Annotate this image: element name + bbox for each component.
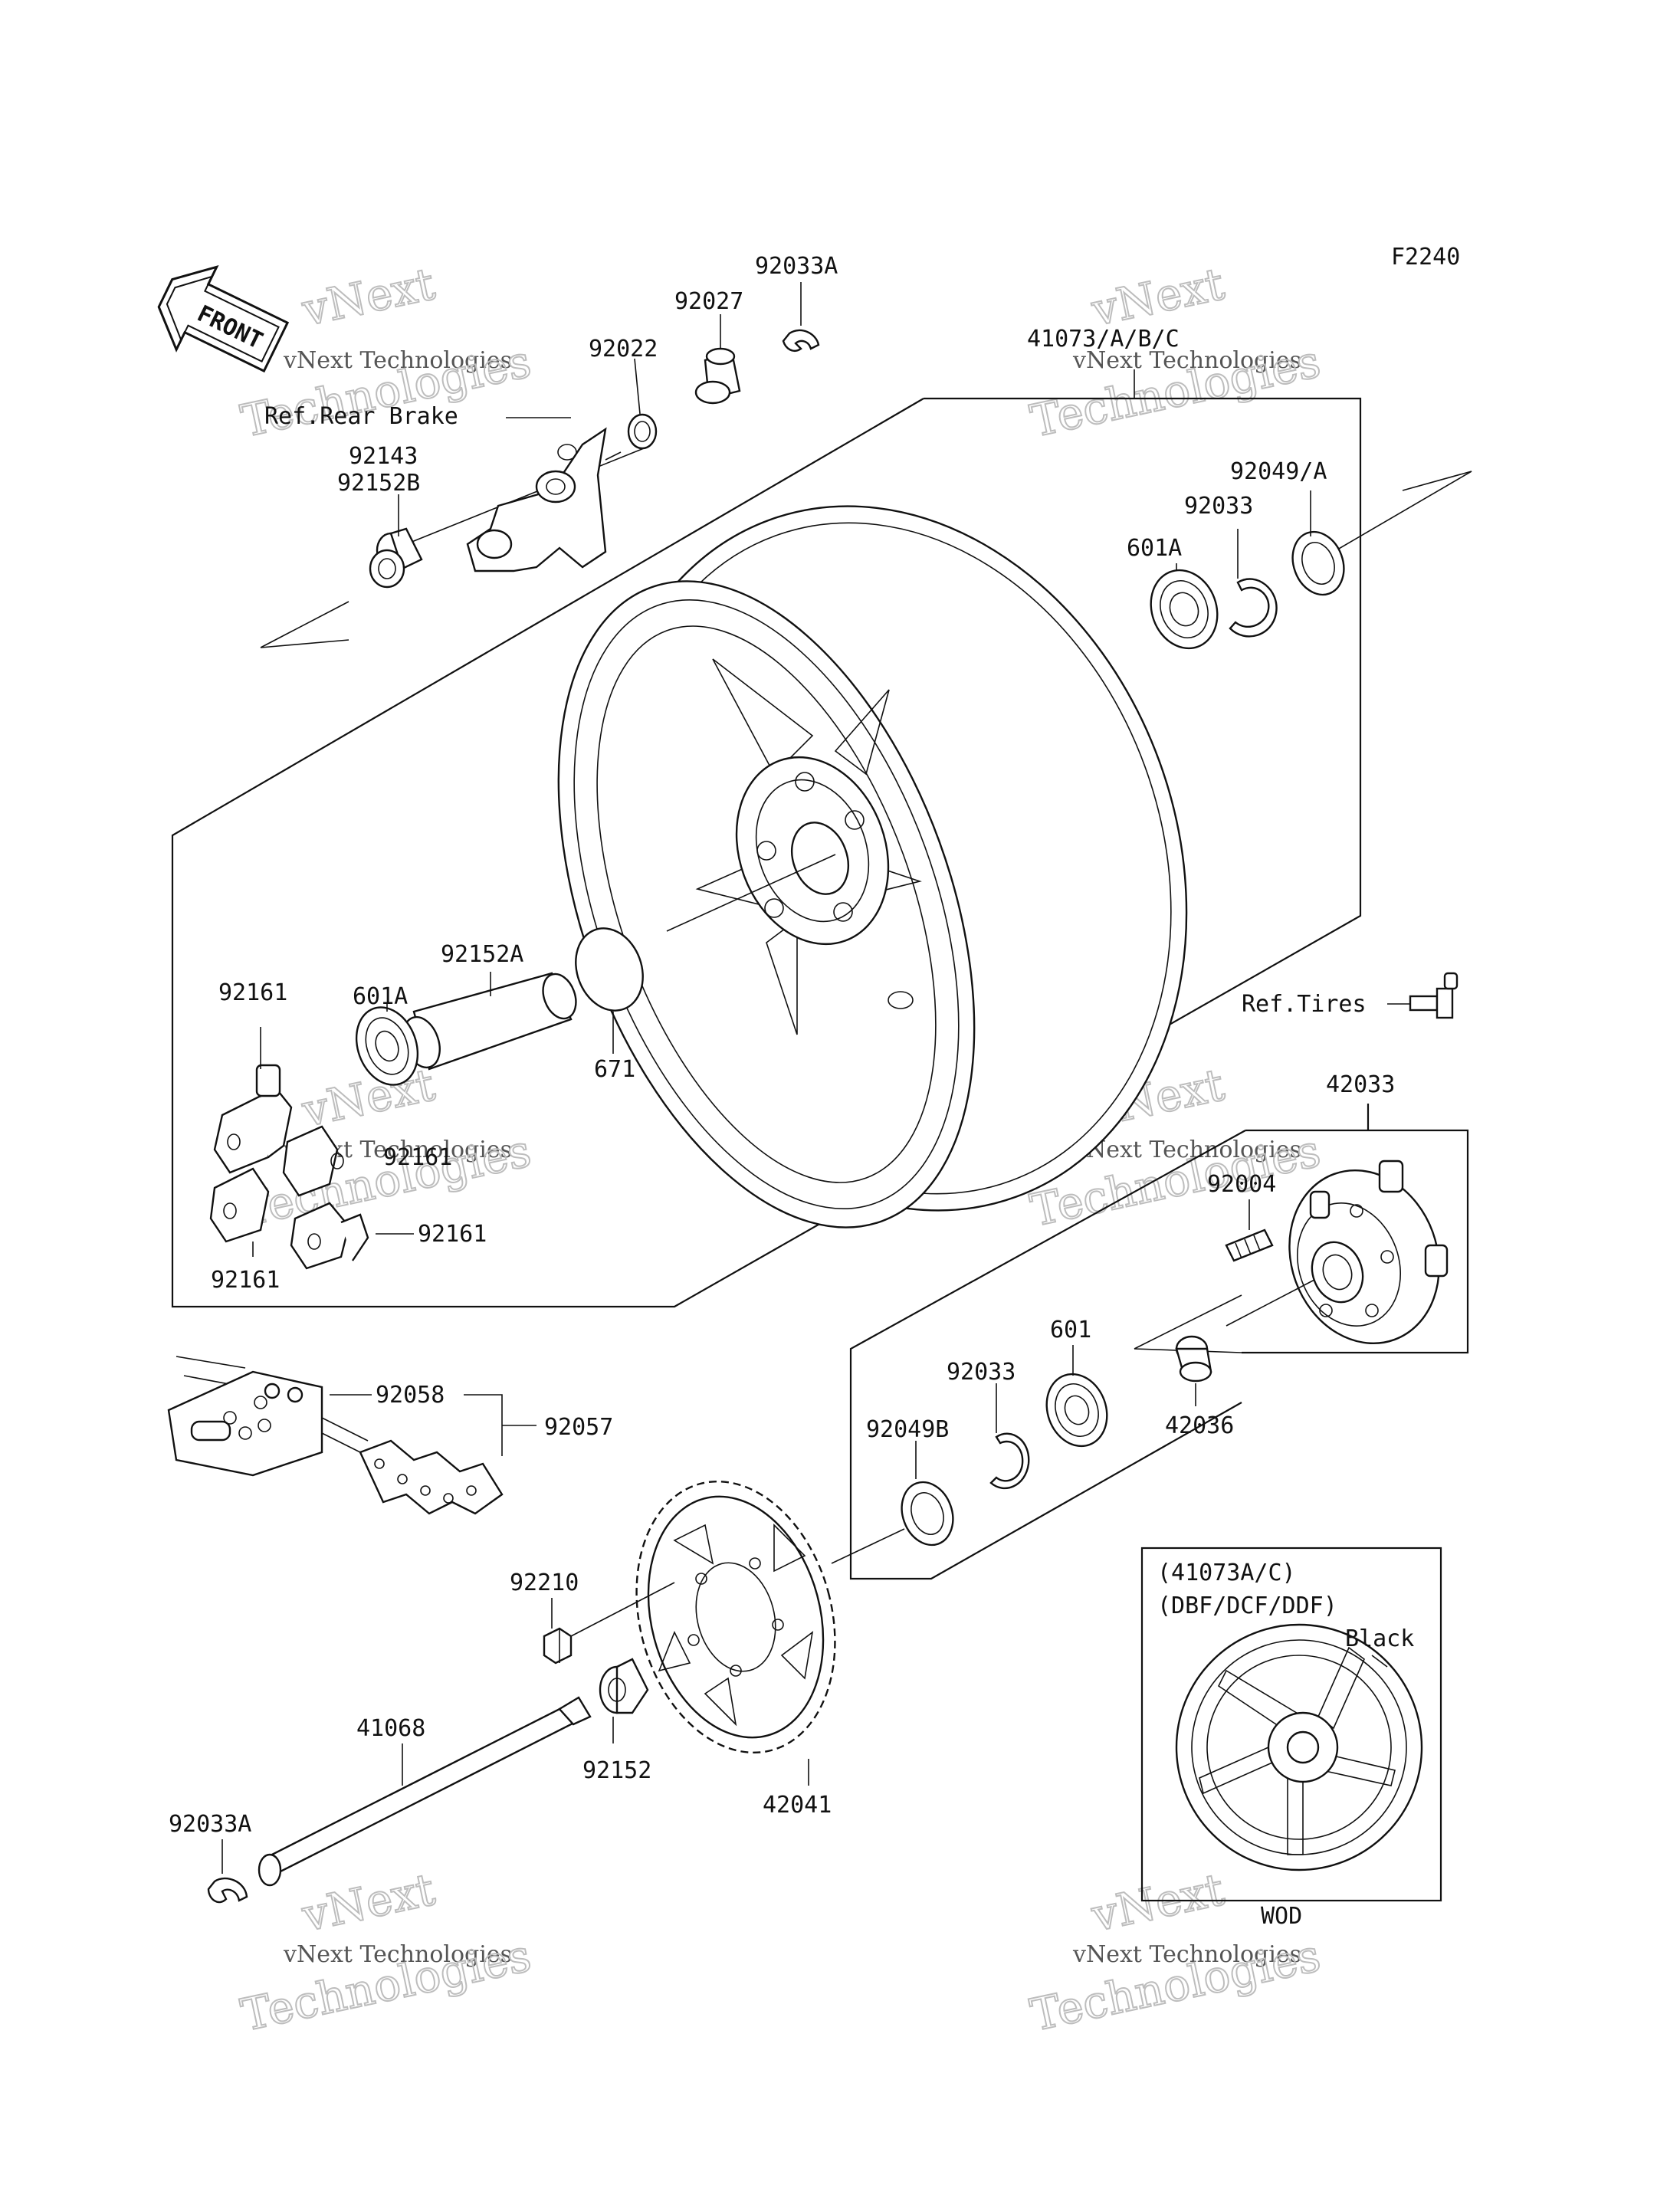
callout-92161-b: 92161 <box>383 1144 452 1171</box>
callout-601A-upper: 601A <box>1127 535 1182 562</box>
callout-41068: 41068 <box>356 1715 425 1742</box>
svg-text:vNext: vNext <box>297 257 439 336</box>
axis-arrow-right <box>1402 471 1472 491</box>
bearing-601 <box>1045 1373 1108 1448</box>
inset-title-line1: (41073A/C) <box>1157 1560 1296 1586</box>
rear-sprocket-42041 <box>635 1480 836 1754</box>
callout-92161-c: 92161 <box>418 1221 487 1248</box>
rear-wheel <box>557 505 1188 1228</box>
inset-black-wheel <box>1140 1547 1442 1902</box>
callout-92143: 92143 <box>349 443 418 470</box>
callout-92033A-bottom: 92033A <box>169 1811 251 1838</box>
nut-92210 <box>543 1582 675 1665</box>
svg-text:vNext: vNext <box>1087 257 1229 336</box>
callout-92033A-top: 92033A <box>755 253 838 280</box>
callout-92161-a: 92161 <box>218 979 287 1006</box>
callout-92152: 92152 <box>582 1757 651 1784</box>
collar-92027 <box>694 347 741 405</box>
callout-41073: 41073/A/B/C <box>1027 326 1180 353</box>
callout-601: 601 <box>1050 1317 1091 1343</box>
collar-92152 <box>599 1658 649 1714</box>
axis-arrow-left <box>260 639 349 648</box>
circlip-92033A-top <box>782 329 820 352</box>
callout-92058: 92058 <box>376 1382 445 1409</box>
spacer-tube-92152A <box>402 972 577 1071</box>
bearing-601A-lower <box>355 1006 419 1086</box>
front-arrow-icon: FRONT <box>157 264 290 373</box>
axis-line-right <box>1333 471 1472 553</box>
callout-92004: 92004 <box>1207 1171 1276 1198</box>
callout-92152A: 92152A <box>441 941 523 968</box>
circlip-92033A-bottom <box>207 1877 248 1904</box>
callout-92057: 92057 <box>544 1414 613 1441</box>
callout-92033-upper: 92033 <box>1184 493 1253 520</box>
callout-92022: 92022 <box>589 336 658 362</box>
damper-rubbers-92161 <box>209 1064 369 1270</box>
callout-42033: 42033 <box>1326 1071 1395 1098</box>
callout-92033-lower: 92033 <box>947 1359 1016 1386</box>
axis-arrow-left-2 <box>260 601 349 648</box>
collar-42036 <box>1175 1335 1212 1383</box>
callout-92049A: 92049/A <box>1230 458 1327 485</box>
callout-42041: 42041 <box>763 1792 832 1819</box>
inset-footer: WOD <box>1261 1903 1302 1930</box>
circlip-92033-lower <box>989 1432 1030 1490</box>
valve-stem <box>1409 972 1459 1019</box>
svg-text:vNext Technologies: vNext Technologies <box>283 1941 512 1968</box>
callout-601A-lower: 601A <box>353 983 408 1010</box>
watermark-bottom-left: vNext vNext Technologies Technologies <box>236 1862 536 2042</box>
watermark-bottom-right: vNext vNext Technologies Technologies <box>1025 1862 1326 2042</box>
bearing-601A-upper <box>1150 569 1219 650</box>
washer-92022 <box>627 413 658 450</box>
callout-92161-d: 92161 <box>211 1267 280 1294</box>
inset-title-line2: (DBF/DCF/DDF) <box>1157 1593 1337 1619</box>
callout-92027: 92027 <box>674 288 743 315</box>
hub-group-outline <box>1242 1129 1469 1354</box>
drive-chain-92057 <box>167 1356 504 1515</box>
svg-text:vNext Technologies: vNext Technologies <box>283 347 512 374</box>
diagram-code: F2240 <box>1391 244 1460 271</box>
stud-92004 <box>1225 1228 1274 1262</box>
callout-ref-tires: Ref.Tires <box>1242 991 1367 1018</box>
axis-line-brake <box>402 448 645 546</box>
coupling-42033 <box>1226 1160 1449 1345</box>
callout-42036: 42036 <box>1165 1412 1234 1439</box>
callout-671: 671 <box>594 1056 635 1083</box>
svg-text:vNext Technologies: vNext Technologies <box>1072 347 1301 374</box>
circlip-92033-upper <box>1229 578 1278 638</box>
callout-ref-rear-brake: Ref.Rear Brake <box>264 403 458 430</box>
axle-41068 <box>258 1696 592 1887</box>
callout-92152B: 92152B <box>337 470 420 497</box>
inset-color-label: Black <box>1345 1625 1414 1652</box>
o-ring-671 <box>575 927 644 1012</box>
svg-text:vNext: vNext <box>1087 1863 1229 1942</box>
wheel-group-outline <box>171 397 1362 1308</box>
collar-92152B <box>369 527 423 589</box>
callout-92210: 92210 <box>510 1570 579 1596</box>
oil-seal-92049B <box>901 1481 954 1547</box>
svg-text:vNext Technologies: vNext Technologies <box>1072 1941 1301 1968</box>
svg-text:vNext: vNext <box>297 1863 439 1942</box>
svg-text:vNext Technologies: vNext Technologies <box>1072 1137 1301 1163</box>
watermark-top-right: vNext vNext Technologies Technologies <box>1025 257 1326 448</box>
rear-brake-caliper-bracket <box>466 427 622 572</box>
oil-seal-92049A <box>1291 530 1345 596</box>
callout-92049B: 92049B <box>866 1416 949 1443</box>
